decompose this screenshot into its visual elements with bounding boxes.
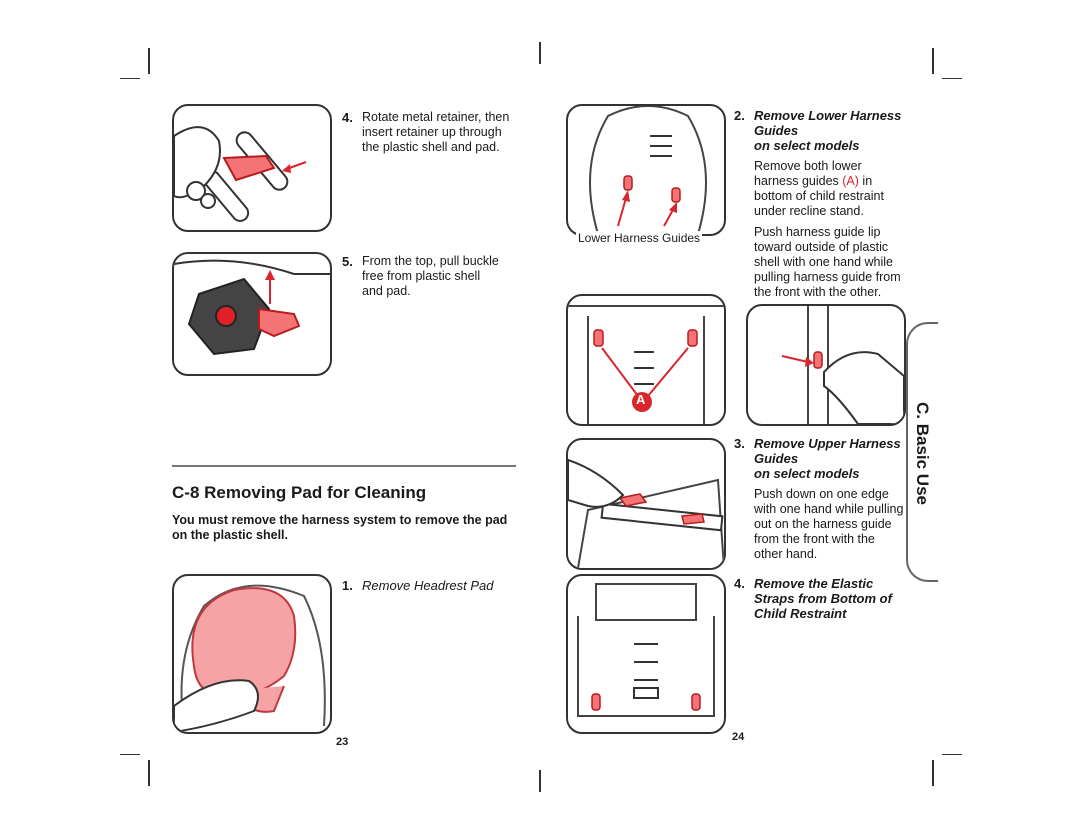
crop-mark — [539, 770, 541, 792]
warning-text: You must remove the harness system to re… — [172, 513, 508, 542]
step-heading-line: Straps from Bottom of — [754, 591, 892, 606]
crop-mark — [932, 760, 934, 786]
figure-lower-harness-guides — [566, 104, 726, 236]
section-tab — [906, 322, 938, 582]
step-number: 4. — [734, 576, 745, 591]
left-step-1: 1. Remove Headrest Pad — [342, 578, 512, 593]
figure-harness-guides-callout: A — [566, 294, 726, 426]
section-title: C-8 Removing Pad for Cleaning — [172, 483, 426, 503]
figure-upper-harness-guide-closeup — [746, 304, 906, 426]
left-step-4: 4. Rotate metal retainer, then insert re… — [342, 110, 512, 155]
section-heading: Removing Pad for Cleaning — [204, 483, 427, 502]
crop-mark — [942, 754, 962, 755]
figure-elastic-straps — [566, 574, 726, 734]
step-heading-line: Child Restraint — [754, 606, 847, 621]
figure-caption: Lower Harness Guides — [576, 231, 703, 245]
step-number: 5. — [342, 254, 353, 269]
step-number: 1. — [342, 578, 353, 593]
figure-rotate-retainer — [172, 104, 332, 232]
right-step-2: 2. Remove Lower Harness Guides on select… — [734, 108, 904, 306]
callout-a-label: A — [636, 392, 646, 407]
step-heading-line: Guides — [754, 451, 799, 466]
text-run: in bottom of child restraint under recli… — [754, 174, 884, 218]
crop-mark — [539, 42, 541, 64]
step-number: 3. — [734, 436, 745, 451]
callout-ref: (A) — [842, 174, 859, 188]
page-number-right: 24 — [732, 731, 745, 743]
crop-mark — [148, 48, 150, 74]
step-paragraph: Push harness guide lip toward outside of… — [754, 225, 901, 299]
step-heading-line: Remove the Elastic — [754, 576, 874, 591]
section-tab-label: C. Basic Use — [913, 402, 932, 505]
text-run: Remove both lower harness guides — [754, 159, 862, 188]
section-divider — [172, 465, 516, 467]
step-heading: Remove Headrest Pad — [362, 578, 494, 593]
step-number: 4. — [342, 110, 353, 125]
crop-mark — [932, 48, 934, 74]
step-number: 2. — [734, 108, 745, 123]
step-paragraph: Remove both lower harness guides (A) in … — [754, 159, 904, 219]
section-code: C-8 — [172, 483, 200, 502]
page-number-left: 23 — [336, 736, 349, 748]
step-paragraph: Push down on one edge with one hand whil… — [754, 487, 904, 561]
step-heading-line: on select models — [754, 466, 860, 481]
right-step-3: 3. Remove Upper Harness Guides on select… — [734, 436, 904, 568]
step-heading-line: on select models — [754, 138, 860, 153]
step-heading-line: Remove Lower Harness — [754, 108, 902, 123]
figure-headrest-pad — [172, 574, 332, 734]
figure-pull-buckle — [172, 252, 332, 376]
right-step-4: 4. Remove the Elastic Straps from Bottom… — [734, 576, 904, 621]
step-text: From the top, pull buckle free from plas… — [362, 254, 499, 298]
crop-mark — [942, 78, 962, 79]
left-step-5: 5. From the top, pull buckle free from p… — [342, 254, 502, 299]
crop-mark — [120, 78, 140, 79]
crop-mark — [148, 760, 150, 786]
figure-upper-harness-guides — [566, 438, 726, 570]
step-text: Rotate metal retainer, then insert retai… — [362, 110, 510, 154]
crop-mark — [120, 754, 140, 755]
step-heading-line: Guides — [754, 123, 799, 138]
step-heading-line: Remove Upper Harness — [754, 436, 901, 451]
